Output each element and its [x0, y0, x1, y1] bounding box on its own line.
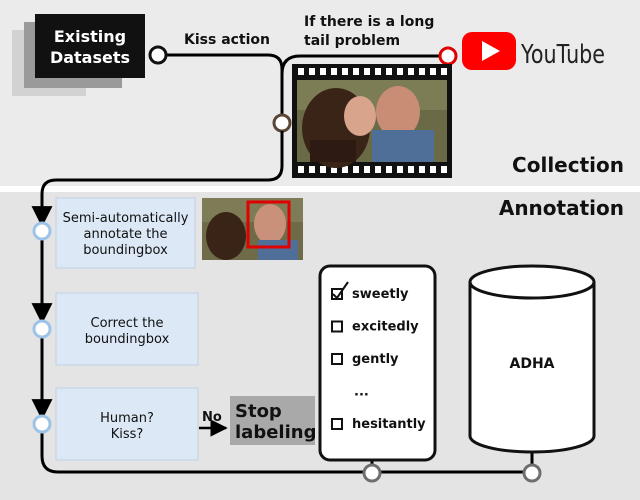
film-hole	[375, 68, 381, 75]
stop-labeling-node: Stop labeling	[230, 396, 316, 445]
film-hole	[331, 68, 337, 75]
step3-line2: Kiss?	[111, 427, 144, 442]
adverb-item: ...	[354, 385, 369, 400]
stop-line2: labeling	[235, 422, 316, 443]
collection-section-title: Collection	[512, 153, 624, 177]
checklist-output-node	[362, 463, 382, 483]
film-hole	[441, 68, 447, 75]
checkmark-icon	[332, 281, 349, 300]
film-hole	[298, 68, 304, 75]
film-hole	[353, 68, 359, 75]
film-hole	[408, 68, 414, 75]
film-hole	[353, 166, 359, 173]
annotation-section-title: Annotation	[499, 196, 624, 220]
film-hole	[331, 166, 337, 173]
adverb-checklist	[318, 264, 437, 462]
step-semi-auto-annotate: Semi-automatically annotate the bounding…	[55, 197, 196, 269]
film-hole	[342, 68, 348, 75]
step1-line1: Semi-automatically	[63, 211, 189, 226]
collection-merge-node	[272, 113, 292, 133]
step-correct-bbox: Correct the boundingbox	[55, 292, 199, 366]
bbox-thumbnail	[202, 198, 303, 260]
step2-line1: Correct the	[91, 316, 164, 331]
no-label: No	[202, 410, 222, 425]
longtail-edge	[280, 54, 440, 75]
film-hole	[309, 68, 315, 75]
database-input-node	[522, 463, 542, 483]
film-hole	[375, 166, 381, 173]
film-hole	[342, 166, 348, 173]
checkbox	[331, 418, 343, 430]
step2-node	[32, 319, 52, 339]
datasets-line2: Datasets	[50, 48, 130, 67]
existing-datasets-node: Existing Datasets	[12, 14, 145, 96]
film-hole	[364, 166, 370, 173]
collection-to-annotation-edge	[31, 131, 284, 228]
step-human-kiss-check: Human? Kiss?	[55, 387, 199, 461]
step1-line3: boundingbox	[83, 243, 168, 258]
film-hole	[430, 68, 436, 75]
checkbox	[331, 320, 343, 333]
film-hole	[441, 166, 447, 173]
checkbox	[331, 353, 343, 365]
annotation-spine	[40, 231, 530, 474]
longtail-label-line1: If there is a long	[304, 14, 434, 30]
step3-line1: Human?	[100, 411, 154, 426]
database-label: ADHA	[509, 356, 554, 372]
film-hole	[397, 166, 403, 173]
section-divider	[0, 186, 640, 192]
kiss-action-label: Kiss action	[184, 32, 270, 48]
step2-line2: boundingbox	[85, 332, 170, 347]
film-hole	[298, 166, 304, 173]
film-hole	[386, 68, 392, 75]
film-hole	[320, 166, 326, 173]
datasets-line1: Existing	[54, 27, 126, 46]
play-icon	[482, 41, 500, 61]
video-filmstrip	[292, 64, 452, 178]
step1-node	[32, 221, 52, 241]
film-hole	[397, 68, 403, 75]
film-hole	[386, 166, 392, 173]
film-hole	[364, 68, 370, 75]
film-hole	[408, 166, 414, 173]
adverb-item: sweetly	[352, 287, 409, 302]
adha-database: ADHA	[468, 264, 596, 454]
step1-line2: annotate the	[83, 227, 167, 242]
adverb-item: hesitantly	[352, 417, 426, 432]
youtube-wordmark: YouTube	[520, 40, 605, 70]
adverb-item: gently	[352, 352, 399, 367]
longtail-label-line2: tail problem	[304, 33, 400, 49]
step3-node	[32, 414, 52, 434]
stop-line1: Stop	[235, 401, 282, 422]
adverb-item: excitedly	[352, 320, 419, 335]
youtube-logo: YouTube	[462, 32, 605, 70]
film-hole	[320, 68, 326, 75]
film-hole	[309, 166, 315, 173]
film-hole	[419, 166, 425, 173]
film-hole	[430, 166, 436, 173]
film-hole	[419, 68, 425, 75]
datasets-output-node	[148, 45, 168, 65]
youtube-node	[438, 46, 458, 66]
bbox-rectangle	[246, 200, 291, 249]
